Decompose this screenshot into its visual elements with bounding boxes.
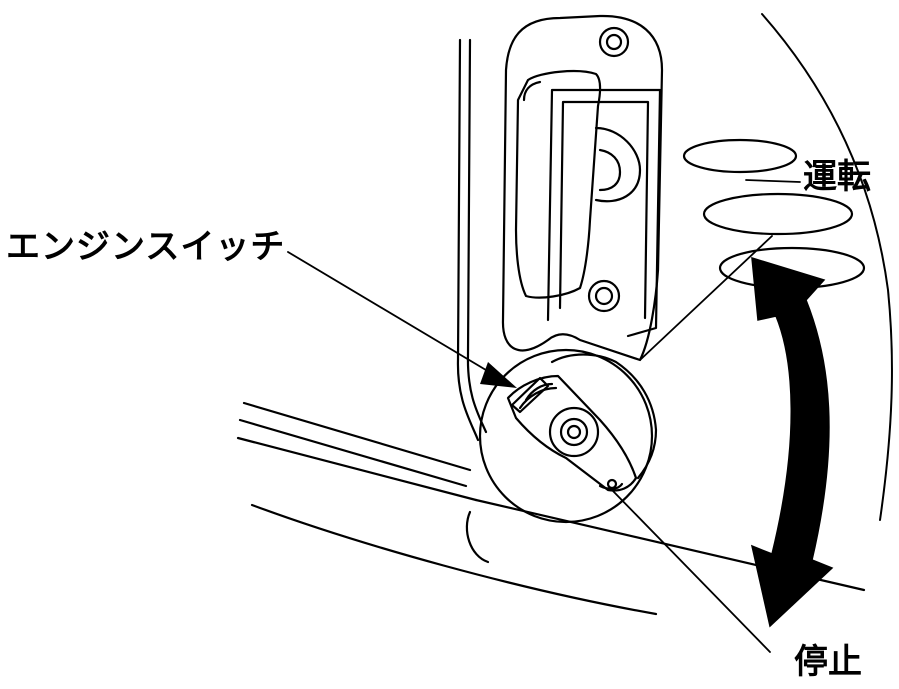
stop-label: 停止 xyxy=(794,645,862,679)
leader-engine-switch xyxy=(288,252,496,376)
bottom-bump xyxy=(467,512,488,562)
run-position-2 xyxy=(704,194,852,234)
leader-run xyxy=(746,180,800,182)
arrowhead-engine-switch xyxy=(480,362,517,388)
double-headed-arrow-icon xyxy=(752,258,832,626)
lower-screw xyxy=(589,281,619,311)
switch-knob-icon xyxy=(508,355,656,491)
switch-panel xyxy=(503,16,662,360)
leader-run-diag xyxy=(640,236,772,360)
engine-switch-label: エンジンスイッチ xyxy=(6,230,285,264)
leader-stop xyxy=(612,490,770,652)
run-label: 運転 xyxy=(803,160,871,194)
base-line-2 xyxy=(252,505,656,614)
choke-lever xyxy=(516,71,600,297)
run-position-1 xyxy=(684,140,796,172)
panel-lines xyxy=(244,403,470,470)
top-screw xyxy=(600,28,628,56)
